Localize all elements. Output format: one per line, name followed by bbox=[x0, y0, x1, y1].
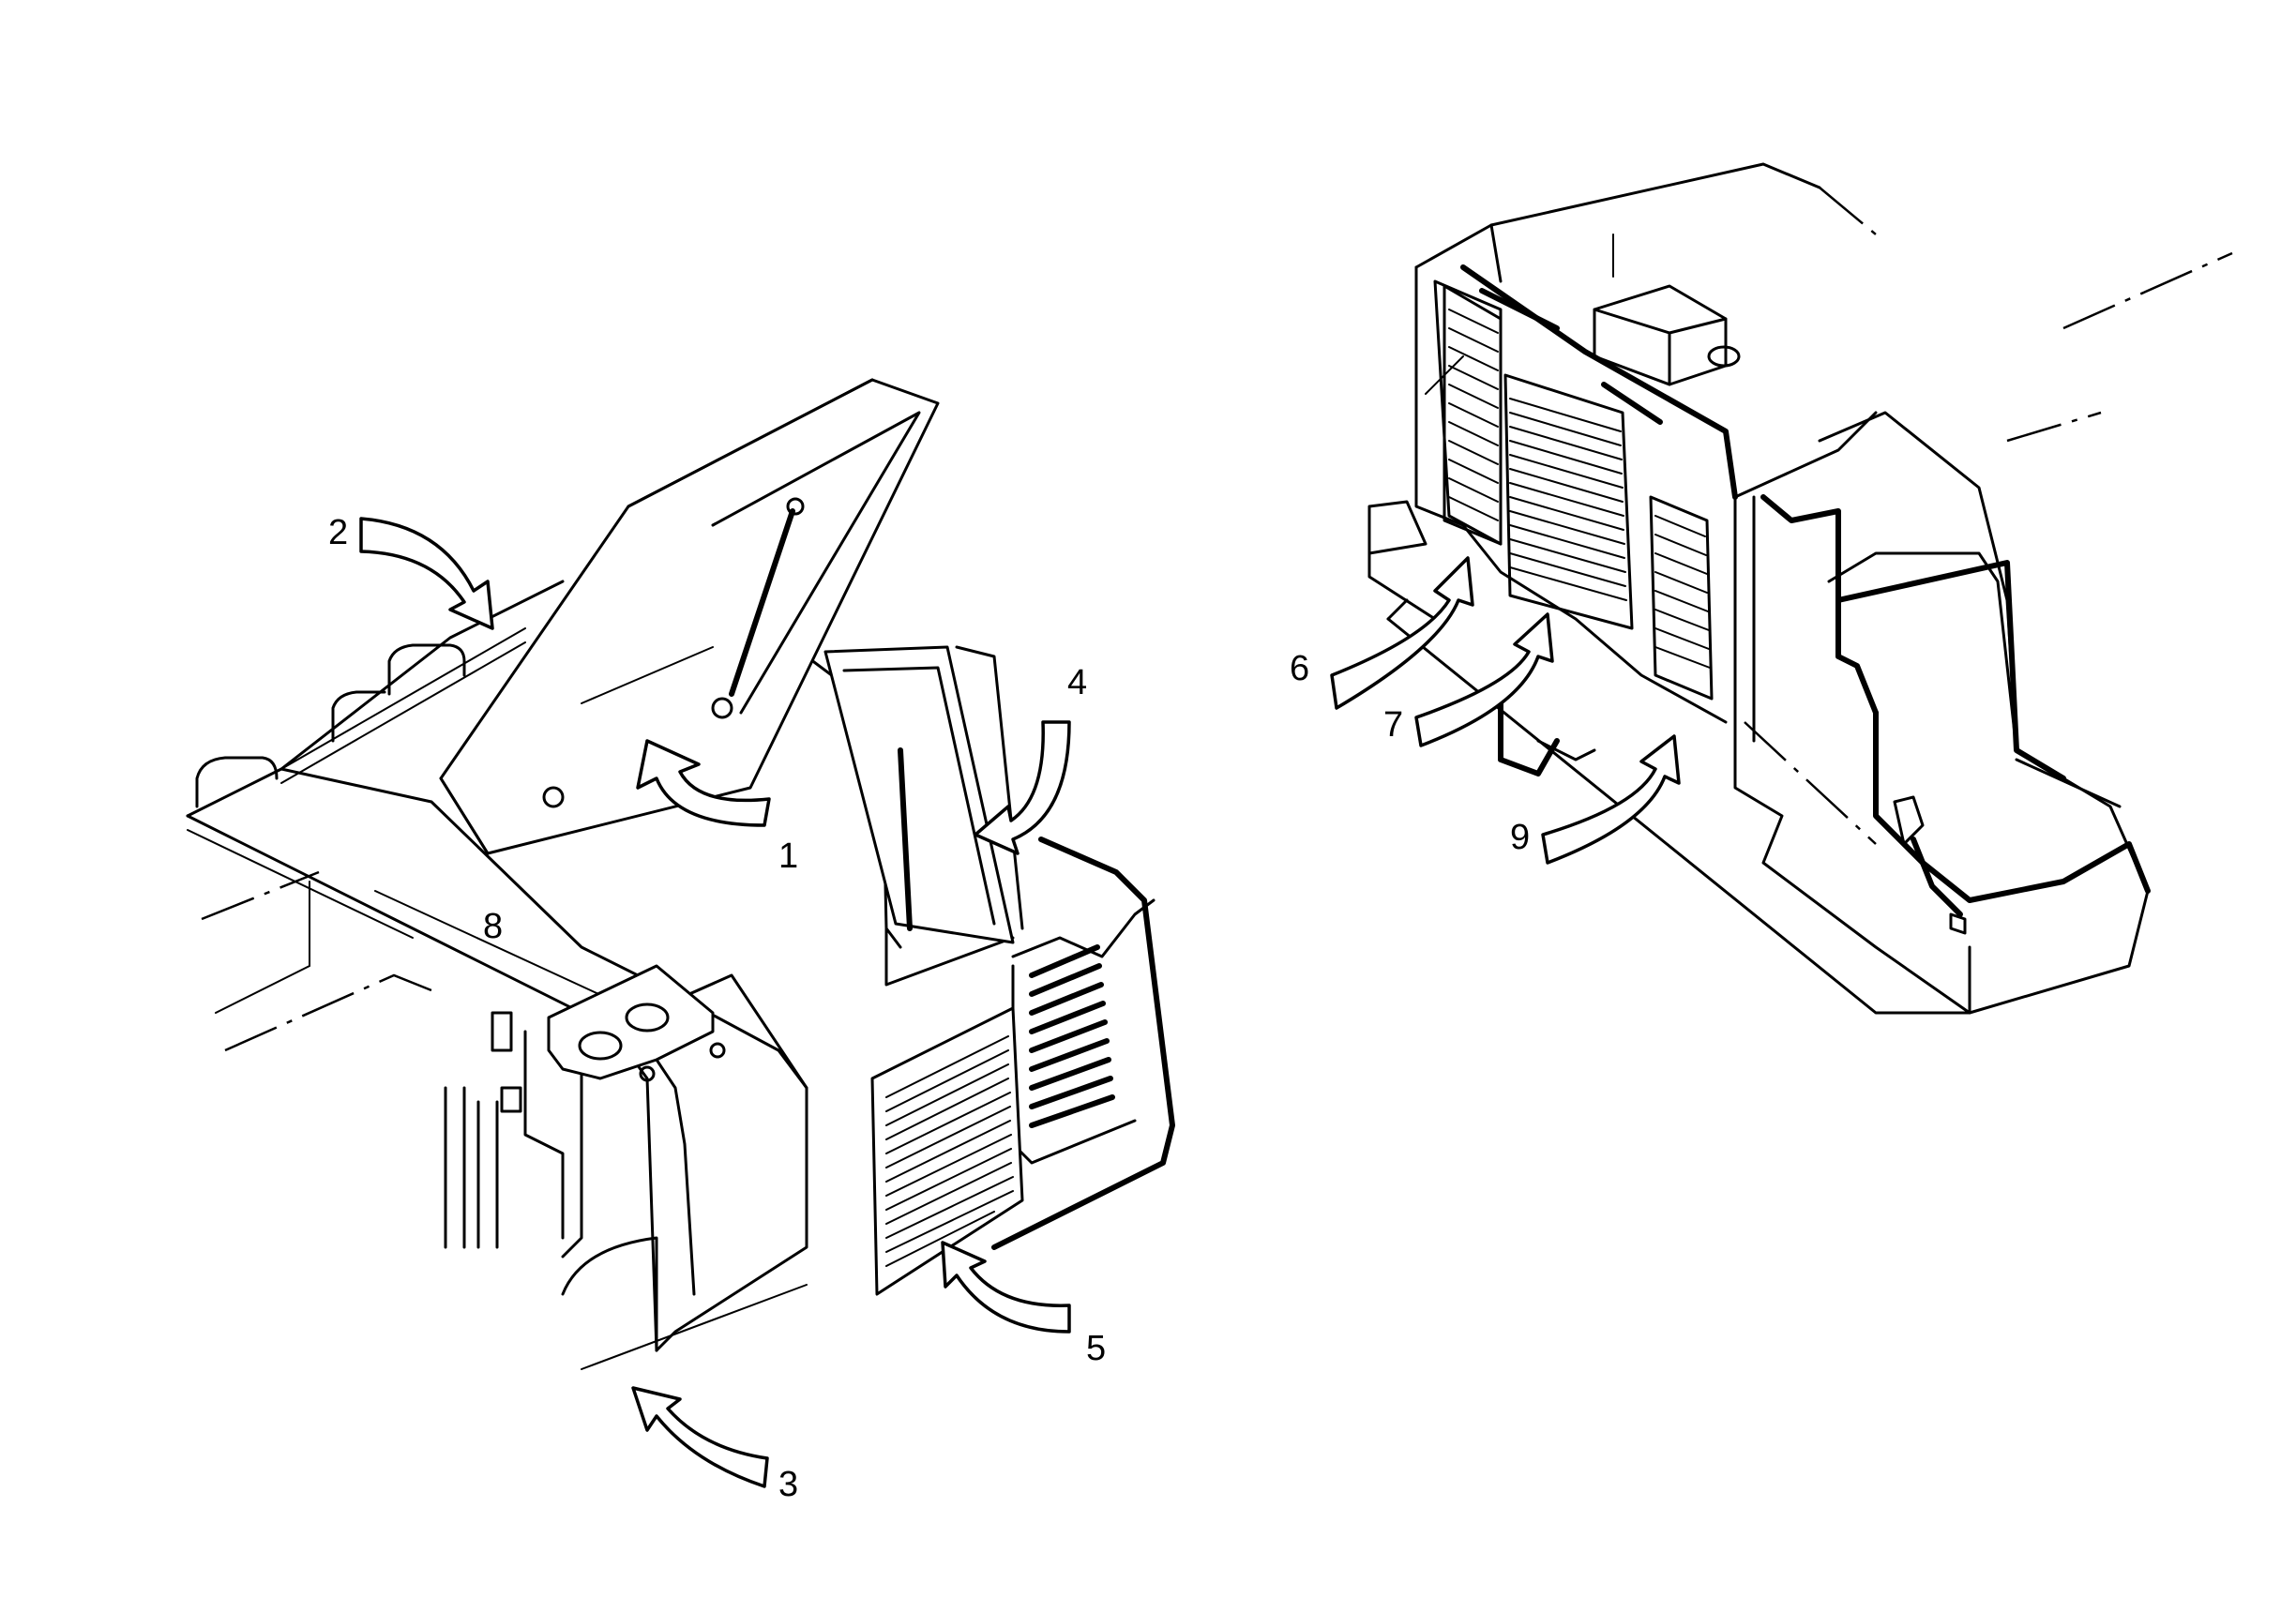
right-panel-a-lines bbox=[1448, 309, 1499, 521]
arrow-5 bbox=[941, 1241, 1071, 1334]
callout-6: 6 bbox=[1290, 649, 1309, 688]
callout-4: 4 bbox=[1067, 663, 1087, 702]
arrow-3 bbox=[631, 1386, 769, 1488]
left-assembly bbox=[186, 378, 1175, 1488]
callout-1: 1 bbox=[778, 837, 798, 876]
arrow-6 bbox=[1330, 556, 1474, 710]
right-panel-b-lines bbox=[1509, 398, 1627, 601]
grille-door-lines bbox=[885, 1035, 1014, 1267]
callout-3: 3 bbox=[778, 1465, 798, 1504]
callout-7: 7 bbox=[1383, 705, 1403, 745]
right-panel-c-lines bbox=[1654, 515, 1711, 669]
callout-9: 9 bbox=[1510, 818, 1530, 857]
grille-louvres-dark bbox=[1029, 944, 1115, 1128]
arrow-7 bbox=[1414, 612, 1554, 747]
arrow-4 bbox=[974, 720, 1071, 855]
arrow-1 bbox=[636, 739, 771, 827]
callout-2: 2 bbox=[328, 513, 348, 552]
arrow-2 bbox=[359, 517, 494, 630]
callout-5: 5 bbox=[1086, 1329, 1106, 1368]
arrow-9 bbox=[1541, 734, 1681, 865]
callout-8: 8 bbox=[483, 907, 503, 946]
right-assembly bbox=[1330, 162, 2233, 1015]
side-door-open bbox=[823, 645, 1015, 944]
